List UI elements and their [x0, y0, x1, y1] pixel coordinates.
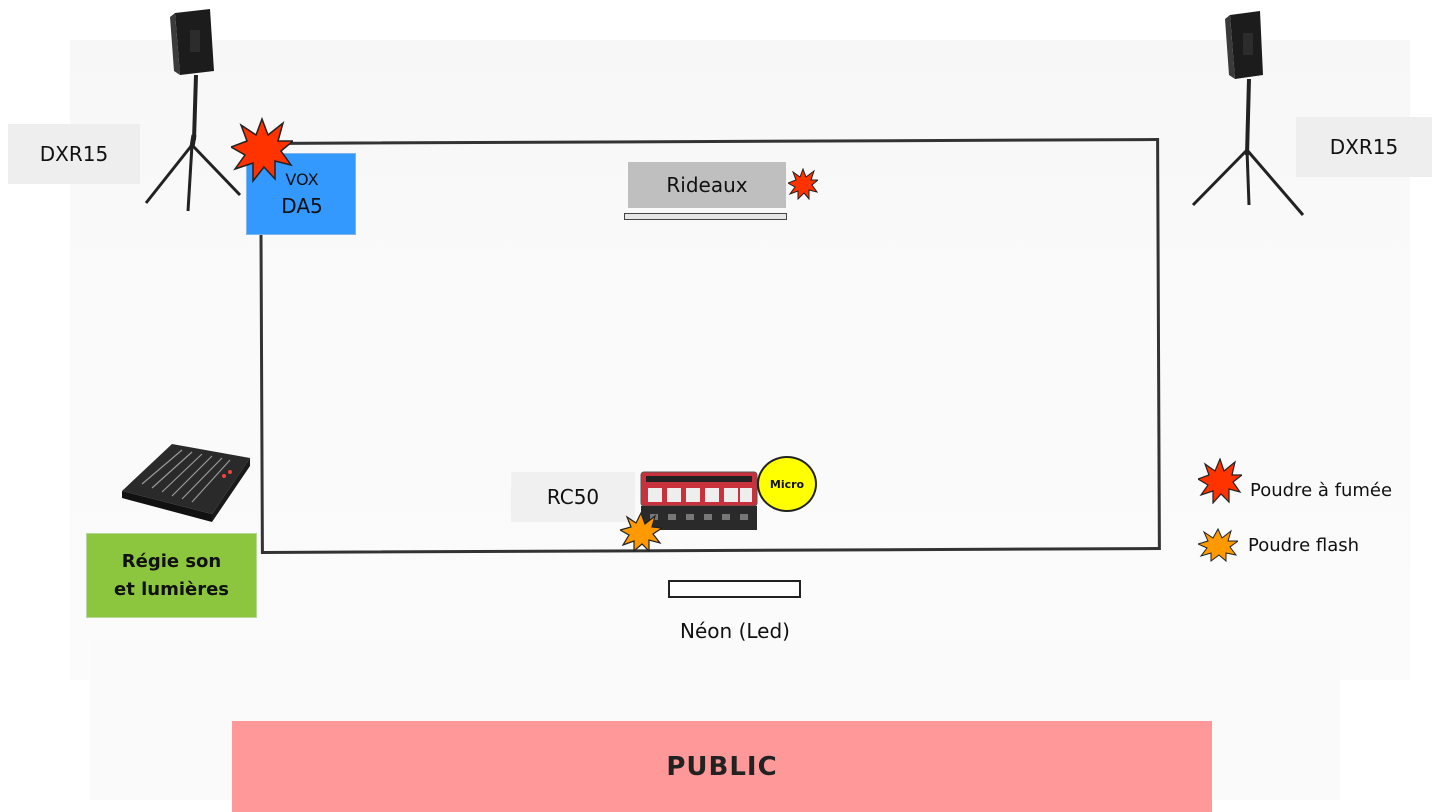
rc50-pedalboard-icon — [640, 471, 758, 530]
neon-bar — [668, 580, 801, 598]
regie-box: Régie son et lumières — [86, 533, 257, 618]
legend-smoke: Poudre à fumée — [1198, 458, 1392, 504]
amp-model: DA5 — [281, 194, 323, 218]
left-speaker-label: DXR15 — [8, 124, 140, 184]
smoke-powder-small-icon — [788, 168, 818, 200]
flash-powder-icon — [620, 512, 662, 552]
mixing-console-icon — [122, 444, 250, 522]
amp-brand: VOX — [285, 169, 319, 189]
public-area: PUBLIC — [232, 721, 1212, 812]
legend-flash-label: Poudre flash — [1248, 534, 1360, 556]
legend-smoke-icon — [1198, 458, 1242, 504]
right-speaker-stand — [1191, 11, 1305, 216]
regie-line1: Régie son — [121, 550, 222, 572]
smoke-powder-icon — [231, 117, 293, 183]
left-speaker-stand — [144, 9, 242, 212]
paper-background — [70, 40, 1410, 680]
public-label: PUBLIC — [666, 751, 778, 782]
regie-line2: et lumières — [114, 578, 229, 600]
rideaux-label: Rideaux — [628, 162, 786, 208]
neon-label: Néon (Led) — [680, 619, 790, 643]
micro-marker: Micro — [757, 456, 817, 512]
legend-flash: Poudre flash — [1198, 528, 1359, 562]
micro-label: Micro — [769, 477, 805, 491]
legend-smoke-label: Poudre à fumée — [1250, 479, 1393, 501]
legend-flash-icon — [1198, 528, 1238, 562]
rc50-label: RC50 — [511, 472, 635, 522]
right-speaker-label: DXR15 — [1296, 117, 1432, 177]
curtain-rail — [624, 213, 787, 220]
